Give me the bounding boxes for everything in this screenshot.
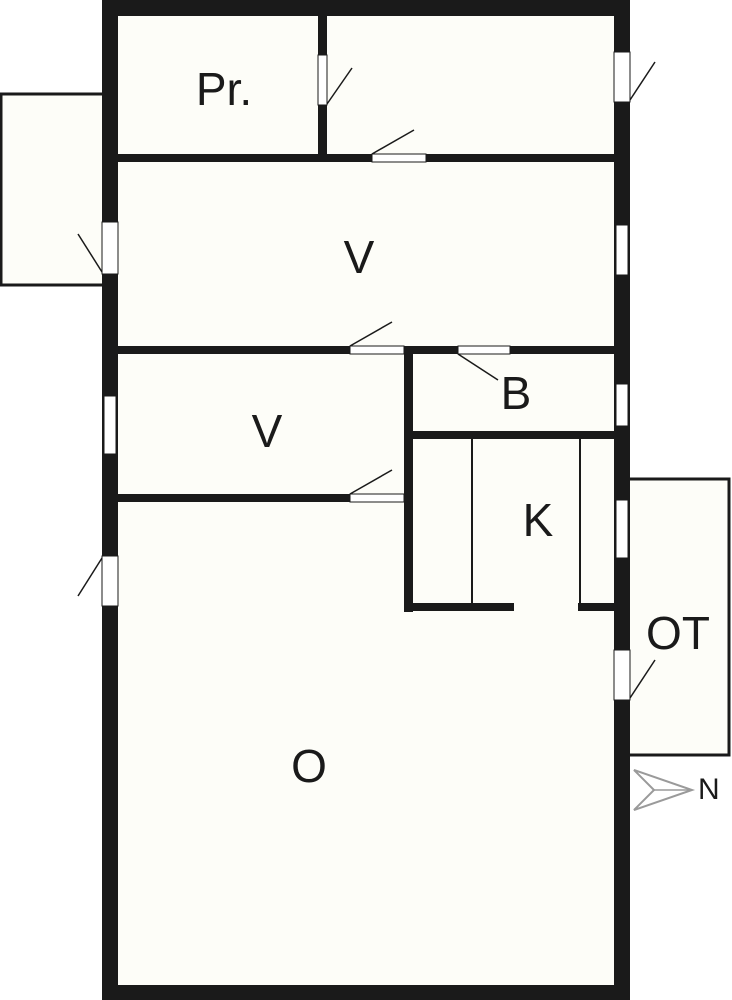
swing-upper-wall xyxy=(371,129,415,155)
swing-porch xyxy=(326,67,353,105)
label-kitchen: K xyxy=(523,494,554,546)
label-room-middle: V xyxy=(252,405,283,457)
door-terrace xyxy=(613,649,631,701)
wall-kitchen-bottom-right xyxy=(578,603,614,611)
terrace-outline xyxy=(630,477,731,757)
swing-lower-room xyxy=(349,469,393,495)
swing-bath xyxy=(457,353,499,381)
door-left-living xyxy=(101,555,119,607)
door-swings xyxy=(77,61,656,699)
door-left-annex xyxy=(101,221,119,275)
door-bath xyxy=(457,345,511,355)
wall-room-bottom xyxy=(118,494,408,502)
label-terrace: OT xyxy=(646,607,710,659)
compass-north-label: N xyxy=(698,773,720,806)
wall-bath-bottom xyxy=(404,431,614,439)
wall-top xyxy=(102,0,630,16)
left-annex-outline xyxy=(0,92,102,287)
north-arrow-icon: N xyxy=(633,769,720,811)
wall-left xyxy=(102,0,118,1000)
wall-bath-left xyxy=(404,346,413,612)
door-porch-internal xyxy=(317,54,328,106)
label-porch: Pr. xyxy=(196,63,252,115)
swing-middle-wall xyxy=(349,321,393,347)
wall-bottom xyxy=(102,985,630,1000)
label-room-upper: V xyxy=(344,231,375,283)
door-middle-wall xyxy=(349,345,405,355)
label-living: O xyxy=(291,740,327,792)
wall-upper-horizontal xyxy=(118,154,614,162)
door-upper-wall xyxy=(371,153,427,163)
swing-right-top xyxy=(629,61,656,101)
label-bathroom: B xyxy=(501,367,532,419)
window-left-room xyxy=(103,395,117,455)
window-right-kitchen xyxy=(615,499,629,559)
window-right-bath xyxy=(615,383,629,427)
terrace-floor xyxy=(630,479,729,755)
openings xyxy=(101,51,631,701)
wall-kitchen-bottom-left xyxy=(404,603,514,611)
swing-left-annex xyxy=(77,233,103,273)
left-annex-floor xyxy=(1,94,102,285)
swing-terrace xyxy=(629,659,656,699)
wall-middle-horizontal-left xyxy=(118,346,408,354)
window-right-top xyxy=(613,51,631,103)
kitchen-counters xyxy=(471,439,581,603)
door-lower-room xyxy=(349,493,405,503)
window-right-upper-room xyxy=(615,224,629,276)
swing-left-living xyxy=(77,557,103,597)
room-labels: Pr. V V B K O OT xyxy=(196,63,710,792)
